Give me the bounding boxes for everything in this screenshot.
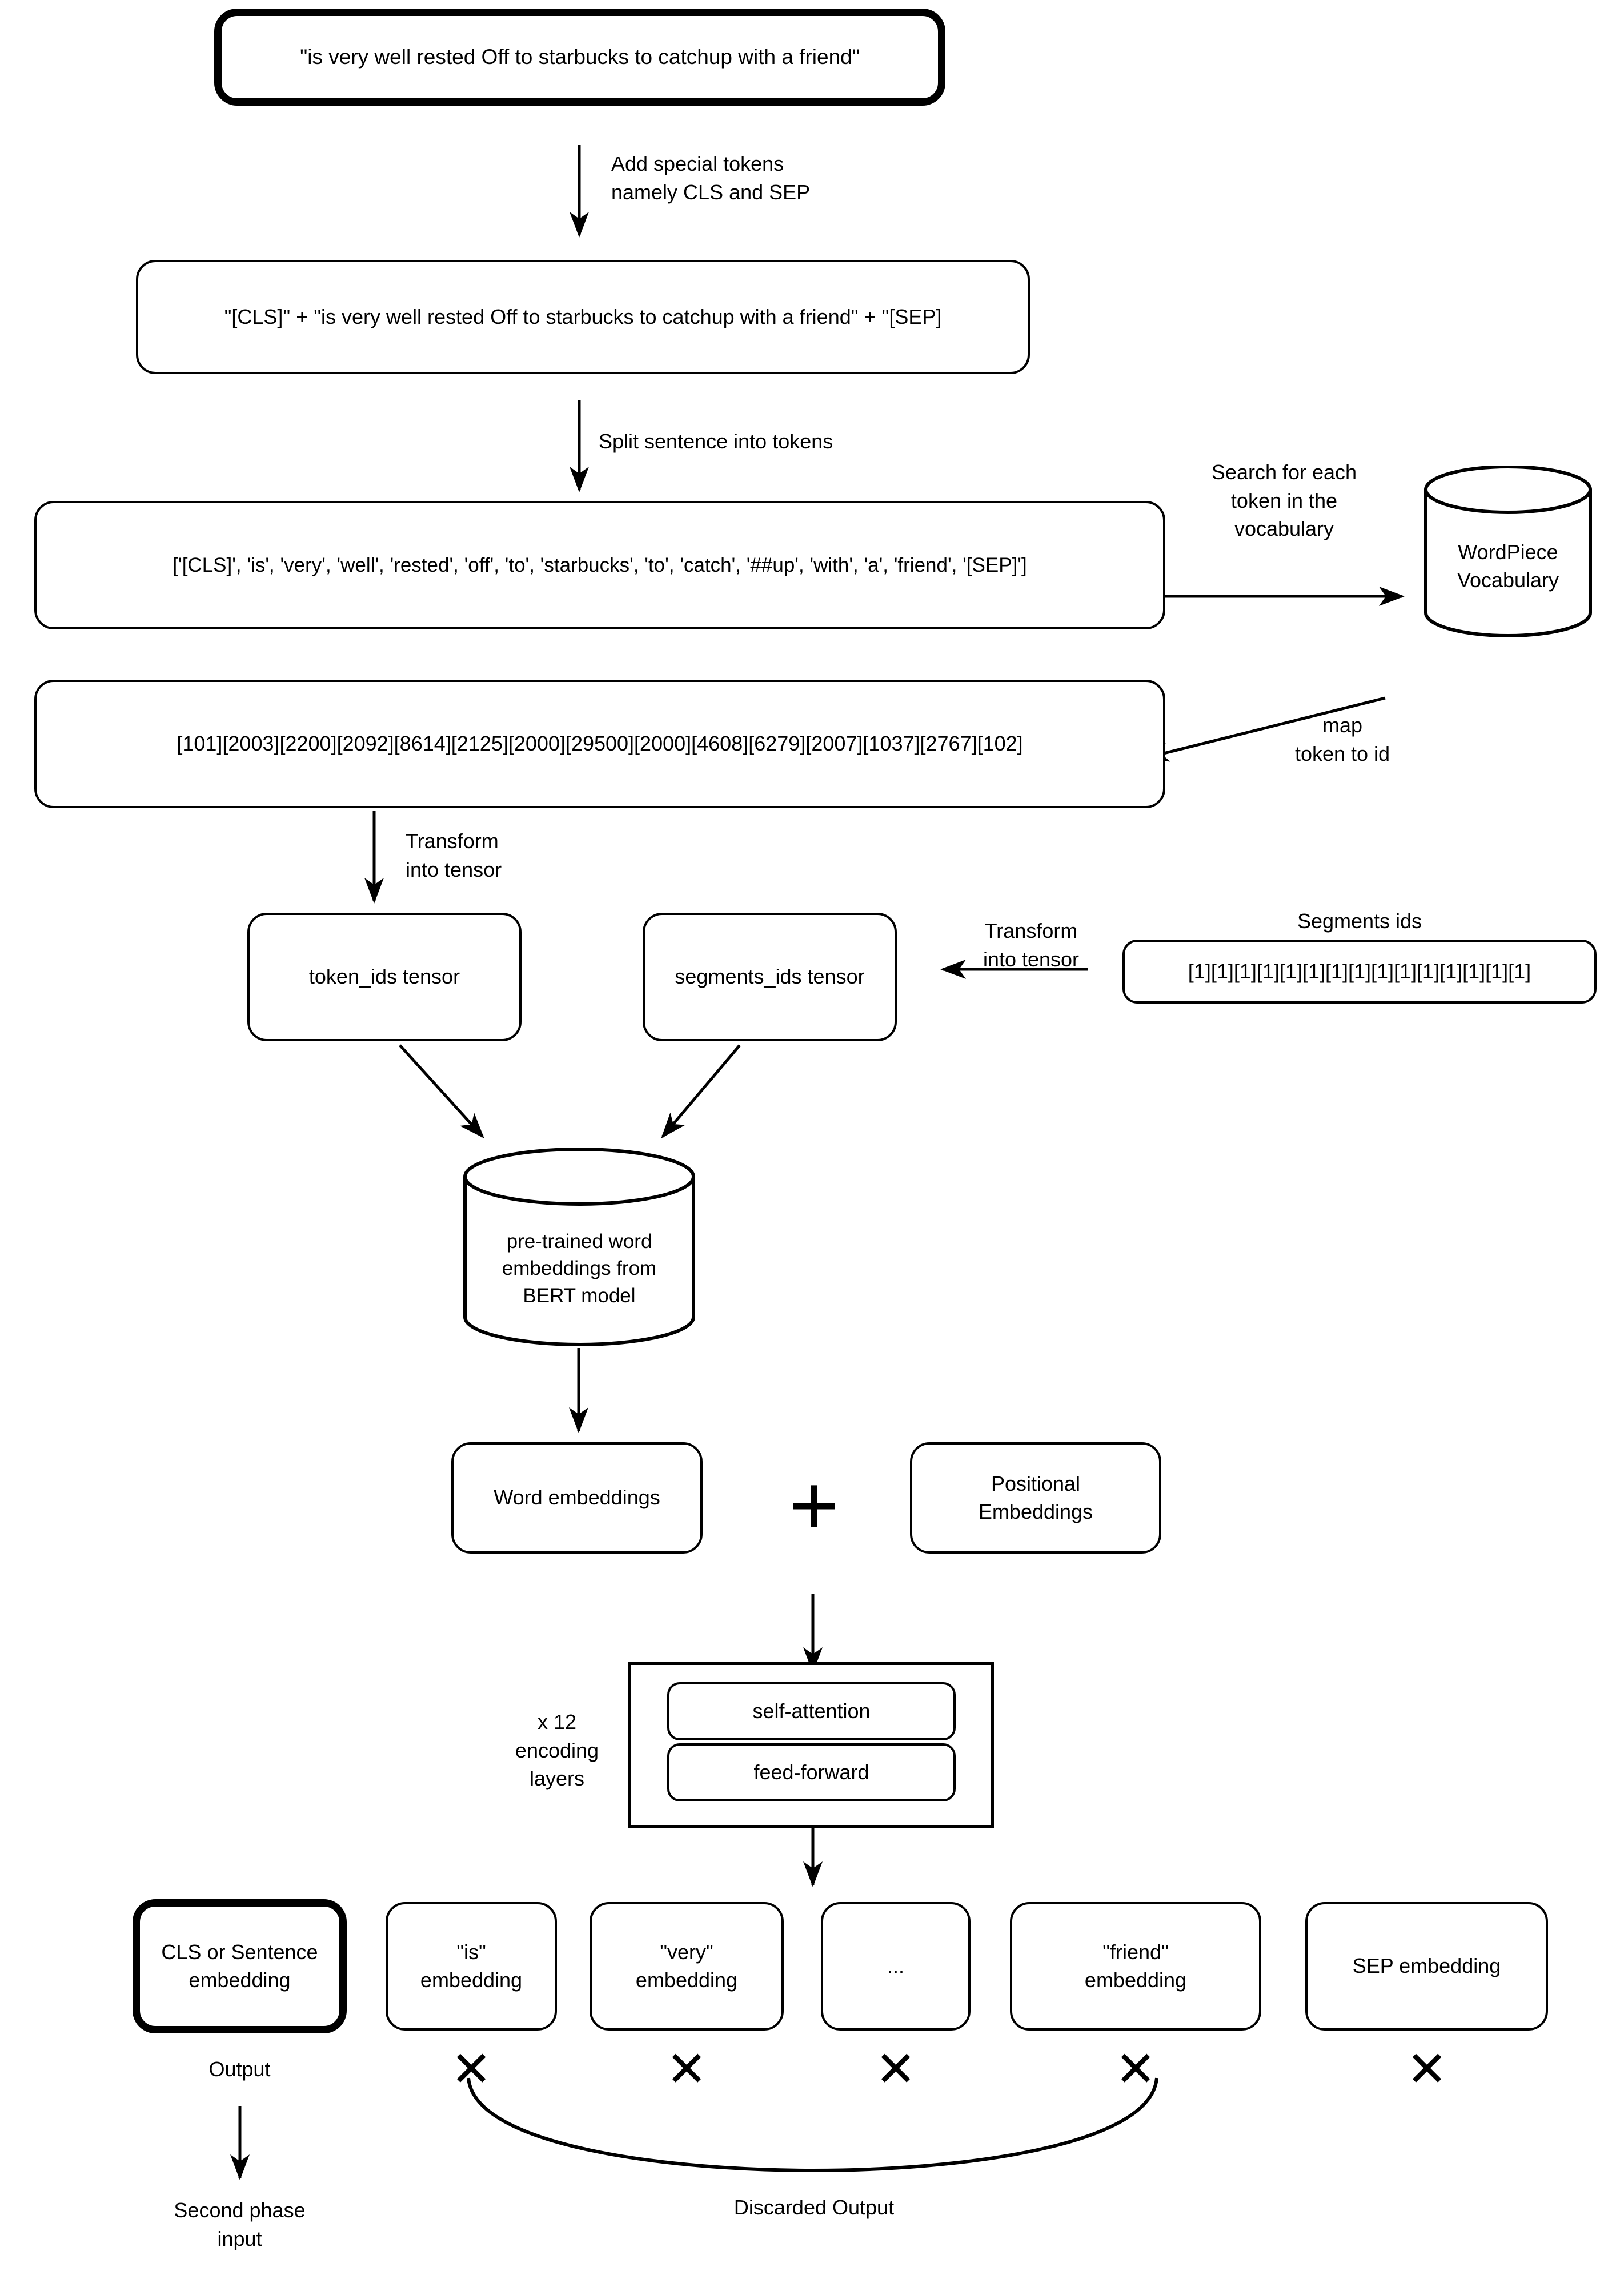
wordpiece-vocabulary-label: WordPiece Vocabulary: [1457, 540, 1559, 592]
discarded-output-brace: [467, 2077, 1158, 2173]
self-attention-label: self-attention: [752, 1699, 871, 1723]
segments-ids-tensor-label: segments_ids tensor: [675, 965, 865, 989]
segments-ids-tensor-box: segments_ids tensor: [643, 913, 897, 1041]
feed-forward-label: feed-forward: [753, 1760, 869, 1784]
discard-x-icon-friend: ✕: [1114, 2042, 1157, 2097]
word-embeddings-label: Word embeddings: [494, 1486, 660, 1510]
discard-x-icon-sep: ✕: [1406, 2042, 1448, 2097]
token-list-box: ['[CLS]', 'is', 'very', 'well', 'rested'…: [34, 501, 1165, 629]
self-attention-box: self-attention: [667, 1682, 956, 1740]
positional-embeddings-label: Positional Embeddings: [978, 1471, 1093, 1523]
ellipsis-embedding-box: ...: [821, 1902, 971, 2031]
discard-x-icon-is: ✕: [450, 2042, 492, 2097]
segments-ids-box: [1][1][1][1][1][1][1][1][1][1][1][1][1][…: [1122, 940, 1597, 1004]
output-label: Output: [208, 2057, 271, 2081]
discard-x-icon-very: ✕: [665, 2042, 708, 2097]
segments-ids-text: [1][1][1][1][1][1][1][1][1][1][1][1][1][…: [1188, 959, 1531, 983]
pretrained-embeddings-label: pre-trained word embeddings from BERT mo…: [502, 1230, 657, 1307]
edge-label-transform-tensor-left: Transform into tensor: [406, 829, 502, 881]
token-list-text: ['[CLS]', 'is', 'very', 'well', 'rested'…: [173, 553, 1027, 576]
token-ids-box: [101][2003][2200][2092][8614][2125][2000…: [34, 680, 1165, 808]
raw-sentence-box: "is very well rested Off to starbucks to…: [214, 9, 945, 106]
edge-label-map-token-to-id: map token to id: [1294, 713, 1390, 765]
ellipsis-embedding-label: ...: [887, 1954, 904, 1978]
friend-embedding-box: "friend" embedding: [1010, 1902, 1261, 2031]
word-embeddings-box: Word embeddings: [451, 1442, 703, 1554]
arrow-token-tensor-to-embeddings: [399, 1044, 484, 1138]
very-embedding-label: "very" embedding: [635, 1940, 738, 1992]
sep-embedding-label: SEP embedding: [1352, 1954, 1501, 1978]
is-embedding-label: "is" embedding: [420, 1940, 523, 1992]
special-tokens-text: "[CLS]" + "is very well rested Off to st…: [224, 304, 942, 328]
token-ids-tensor-label: token_ids tensor: [308, 965, 460, 989]
wordpiece-vocabulary-cylinder: WordPiece Vocabulary: [1422, 465, 1594, 637]
discarded-output-label: Discarded Output: [733, 2196, 895, 2219]
edge-label-split-sentence: Split sentence into tokens: [599, 430, 833, 453]
edge-label-transform-tensor-right: Transform into tensor: [983, 919, 1080, 971]
pretrained-embeddings-cylinder: pre-trained word embeddings from BERT mo…: [462, 1147, 697, 1348]
special-tokens-box: "[CLS]" + "is very well rested Off to st…: [136, 260, 1030, 374]
positional-embeddings-box: Positional Embeddings: [910, 1442, 1161, 1554]
raw-sentence-text: "is very well rested Off to starbucks to…: [300, 45, 860, 69]
edge-label-add-special-tokens: Add special tokens namely CLS and SEP: [611, 152, 811, 204]
sep-embedding-box: SEP embedding: [1305, 1902, 1548, 2031]
feed-forward-box: feed-forward: [667, 1743, 956, 1801]
cls-embedding-label: CLS or Sentence embedding: [161, 1940, 318, 1992]
plus-operator: +: [789, 1457, 839, 1553]
very-embedding-box: "very" embedding: [590, 1902, 784, 2031]
segments-ids-caption: Segments ids: [1297, 909, 1422, 933]
encoder-repeat-label: x 12 encoding layers: [515, 1710, 599, 1791]
arrow-segments-tensor-to-embeddings: [661, 1044, 741, 1139]
discard-x-icon-ellipsis: ✕: [875, 2042, 917, 2097]
edge-label-search-vocabulary: Search for each token in the vocabulary: [1211, 460, 1357, 541]
second-phase-input-label: Second phase input: [174, 2198, 306, 2250]
cls-embedding-box: CLS or Sentence embedding: [133, 1899, 347, 2033]
token-ids-text: [101][2003][2200][2092][8614][2125][2000…: [177, 732, 1023, 756]
friend-embedding-label: "friend" embedding: [1084, 1940, 1187, 1992]
is-embedding-box: "is" embedding: [386, 1902, 557, 2031]
token-ids-tensor-box: token_ids tensor: [247, 913, 522, 1041]
